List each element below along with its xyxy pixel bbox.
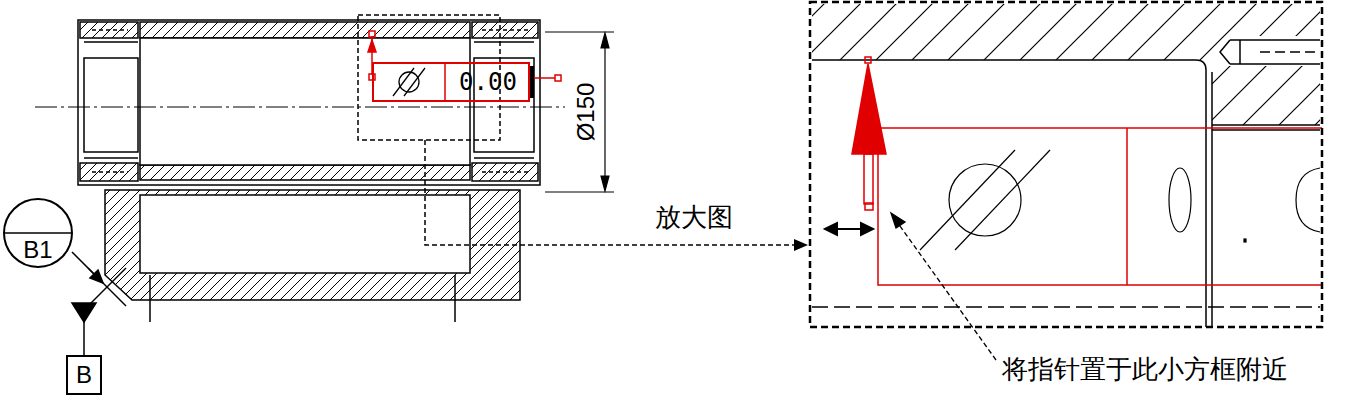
drawing-stroke: [474, 157, 534, 159]
drawing-stroke: [812, 306, 1320, 308]
drawing-stroke: [88, 268, 126, 306]
drawing-stroke: [812, 40, 1320, 327]
drawing-stroke: [92, 171, 128, 173]
drawing-stroke: [84, 58, 138, 152]
tolerance-value: 0.00: [459, 68, 517, 96]
drawing-stroke: [482, 29, 528, 31]
drawing-stroke: [865, 57, 871, 63]
drawing-stroke: [949, 164, 1021, 236]
drawing-stroke: [369, 31, 375, 37]
drawing-stroke: [861, 223, 873, 235]
enlarged-frame: [810, 2, 1322, 327]
pointer-note: 将指针置于此小方框附近: [1002, 352, 1288, 387]
datum-label: B: [76, 361, 92, 389]
center-line: [35, 107, 565, 108]
drawing-stroke: [878, 128, 1322, 285]
drawing-stroke: [825, 223, 837, 235]
drawing-stroke: [1230, 39, 1320, 41]
drawing-stroke: [1212, 129, 1320, 131]
drawing-stroke: [140, 195, 470, 273]
frame-end-bar: [530, 66, 534, 98]
zoom-leader: [425, 140, 797, 245]
datum-letter-box: B: [66, 355, 102, 395]
drawing-stroke: [368, 40, 376, 52]
drawing-stroke: [812, 4, 1320, 125]
pointer-leader: [891, 213, 996, 360]
drawing-stroke: [1220, 40, 1230, 64]
drawing-stroke: [472, 22, 538, 38]
drawing-stroke: [149, 275, 151, 322]
drawing-stroke: [84, 41, 138, 43]
zoom-arrowhead: [794, 239, 808, 251]
drawing-stroke: [92, 29, 128, 31]
drawing-stroke: [1230, 63, 1320, 65]
drawing-stroke: [1211, 72, 1213, 327]
drawing-stroke: [482, 171, 528, 173]
drawing-stroke: [534, 77, 555, 79]
drawing-stroke: [1296, 168, 1320, 232]
drawing-stroke: [140, 165, 470, 180]
drawing-stroke: [864, 154, 873, 204]
drawing-stroke: [140, 22, 470, 38]
drawing-stroke: [545, 191, 614, 192]
drawing-stroke: [891, 213, 905, 228]
drawing-stroke: [78, 20, 540, 185]
drawing-stroke: [72, 303, 96, 322]
drawing-stroke: [83, 320, 85, 356]
drawing-stroke: [865, 203, 873, 210]
dimension-lines: [545, 32, 614, 192]
drawing-stroke: [80, 163, 138, 181]
drawing-stroke: [1244, 239, 1246, 242]
drawing-stroke: [825, 223, 873, 235]
enlarged-view: [812, 4, 1322, 327]
drawing-stroke: [84, 157, 138, 159]
target-divider-line: [5, 232, 71, 234]
drawing-stroke: [601, 33, 609, 48]
drawing-stroke: [852, 57, 886, 210]
diameter-dimension: Ø150: [572, 83, 600, 142]
feature-control-frame: 0.00: [372, 62, 530, 102]
drawing-stroke: [897, 222, 996, 360]
drawing-stroke: [545, 31, 614, 32]
drawing-stroke: [1260, 51, 1320, 53]
drawing-stroke: [852, 64, 886, 154]
drawing-stroke: [1212, 124, 1320, 126]
drawing-stroke: [604, 34, 605, 190]
drawing-stroke: [1126, 128, 1128, 285]
datum-label: B1: [23, 236, 52, 264]
drawing-stroke: [454, 275, 456, 322]
drawing-stroke: [920, 150, 1015, 250]
drawing-stroke: [1169, 168, 1191, 232]
part-section: [78, 20, 540, 322]
cylindricity-line: [404, 68, 425, 96]
drawing-stroke: [474, 41, 534, 43]
zoom-caption: 放大图: [655, 200, 733, 235]
drawing-stroke: [472, 163, 538, 181]
frame-divider: [444, 64, 446, 100]
datum-target-circle: B1: [3, 198, 73, 268]
drawing-stroke: [955, 150, 1050, 250]
datum-target-leader: [72, 252, 126, 356]
drawing-stroke: [1239, 40, 1241, 64]
cylindricity-line: [393, 68, 414, 96]
drawing-stroke: [1228, 36, 1320, 66]
drawing-stroke: [88, 268, 126, 306]
drawing-stroke: [601, 176, 609, 191]
drawing-stroke: [920, 150, 1320, 250]
drawing-stroke: [80, 22, 138, 38]
drawing-stroke: [812, 60, 1206, 327]
drawing-stroke: [878, 128, 1322, 285]
drawing-stroke: [555, 75, 561, 81]
